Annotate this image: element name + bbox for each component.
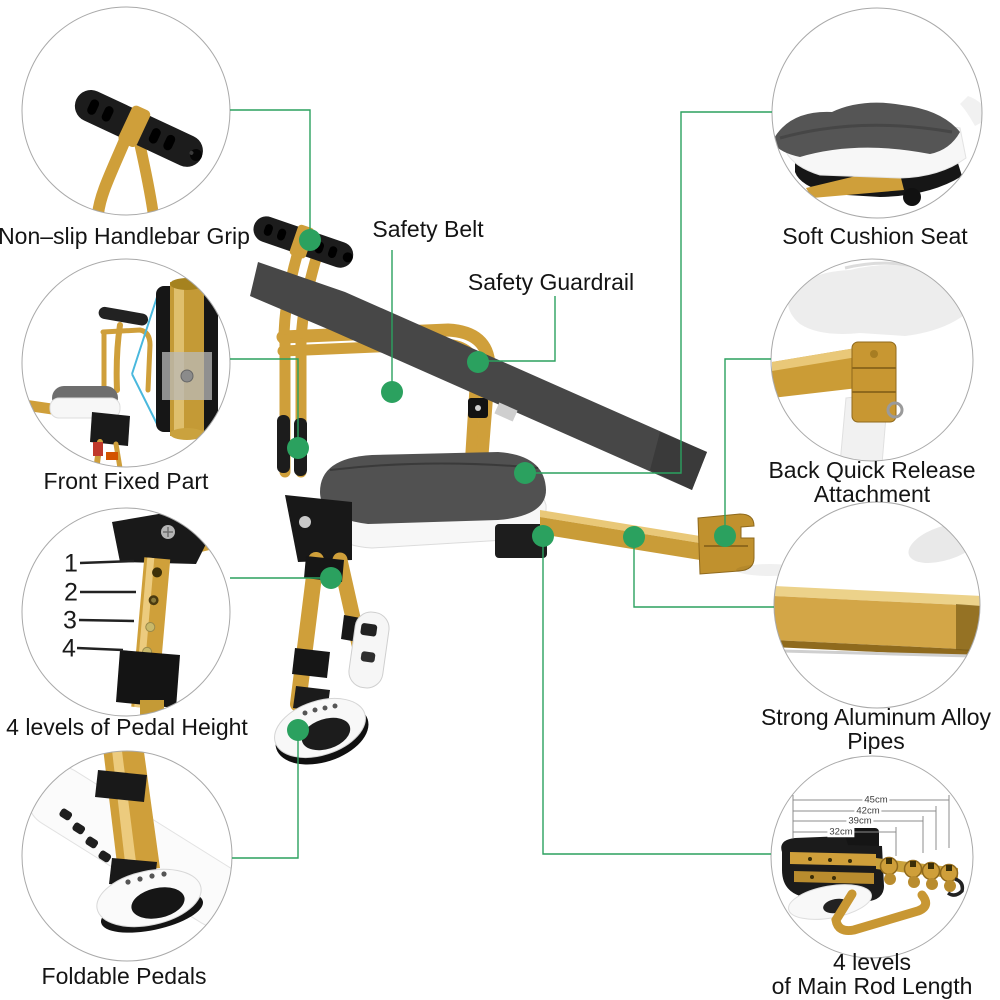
callout-line-main-rod [542, 536, 771, 855]
callout-line-back-quick-release [724, 358, 771, 536]
label-alloy-pipes-line2: Pipes [847, 728, 905, 754]
front-pedal [274, 686, 369, 765]
seat-cushion [285, 452, 547, 562]
safety-belt-strap [250, 262, 707, 490]
label-non-slip-handlebar-grip: Non–slip Handlebar Grip [0, 223, 250, 249]
callout-dot-safety-belt [381, 381, 403, 403]
detail-circle-front-fixed-part [21, 258, 231, 468]
label-back-quick-release-line2: Attachment [813, 481, 931, 507]
rod-length-39cm: 39cm [846, 815, 874, 827]
callout-dot-back-quick-release [714, 525, 736, 547]
label-back-quick-release-line1: Back Quick Release [768, 457, 976, 483]
label-safety-belt: Safety Belt [372, 216, 484, 242]
label-foldable-pedals: Foldable Pedals [41, 963, 207, 989]
callout-line-soft-cushion [525, 111, 772, 474]
pedal-level-3: 3 [63, 606, 77, 635]
detail-circle-alloy-pipes [773, 501, 981, 709]
callout-dot-foldable-pedals [287, 719, 309, 741]
foam-sleeve [277, 415, 290, 473]
rod-length-42cm: 42cm [854, 805, 882, 817]
label-front-fixed-part: Front Fixed Part [43, 468, 209, 494]
label-main-rod-length-line1: 4 levels [833, 949, 911, 975]
callout-dot-alloy-pipes [623, 526, 645, 548]
callout-dot-main-rod [532, 525, 554, 547]
callout-connectors [230, 109, 774, 859]
label-main-rod-length: 4 levels of Main Rod Length [772, 950, 973, 998]
pedal-level-1: 1 [64, 549, 78, 578]
callout-dot-handlebar [299, 229, 321, 251]
detail-circle-back-quick-release [770, 258, 974, 462]
detail-circle-soft-cushion-seat [771, 7, 983, 219]
rod-length-32cm: 32cm [827, 826, 855, 838]
callout-line-front-fixed [230, 358, 299, 448]
label-back-quick-release: Back Quick Release Attachment [768, 458, 975, 506]
detail-circle-pedal-height [21, 507, 231, 717]
front-fixed-inset [156, 278, 218, 440]
detail-circle-handlebar-grip [21, 6, 231, 216]
callout-line-handlebar [230, 109, 311, 240]
rear-beam [540, 510, 700, 560]
callout-dot-pedal-height [320, 567, 342, 589]
callout-line-foldable-pedals [232, 730, 299, 859]
detail-circle-foldable-pedals [21, 750, 233, 962]
pedal-level-4: 4 [62, 634, 76, 663]
rod-knobs [879, 856, 959, 892]
label-soft-cushion-seat: Soft Cushion Seat [782, 223, 968, 249]
rod-length-45cm: 45cm [862, 794, 890, 806]
label-main-rod-length-line2: of Main Rod Length [771, 973, 973, 999]
label-alloy-pipes-line1: Strong Aluminum Alloy [760, 704, 992, 730]
callout-line-guardrail [478, 296, 556, 362]
label-pedal-height: 4 levels of Pedal Height [6, 714, 248, 740]
product-illustration [250, 216, 804, 765]
label-safety-guardrail: Safety Guardrail [467, 269, 635, 295]
pedal-level-2: 2 [64, 578, 78, 607]
detail-circle-main-rod-length [770, 755, 974, 959]
callout-line-alloy-pipes [633, 537, 774, 608]
callout-dot-soft-cushion [514, 462, 536, 484]
folded-side-pedal [348, 611, 390, 689]
label-alloy-pipes: Strong Aluminum Alloy Pipes [761, 705, 991, 753]
callout-dot-guardrail [467, 351, 489, 373]
callout-dot-front-fixed [287, 437, 309, 459]
